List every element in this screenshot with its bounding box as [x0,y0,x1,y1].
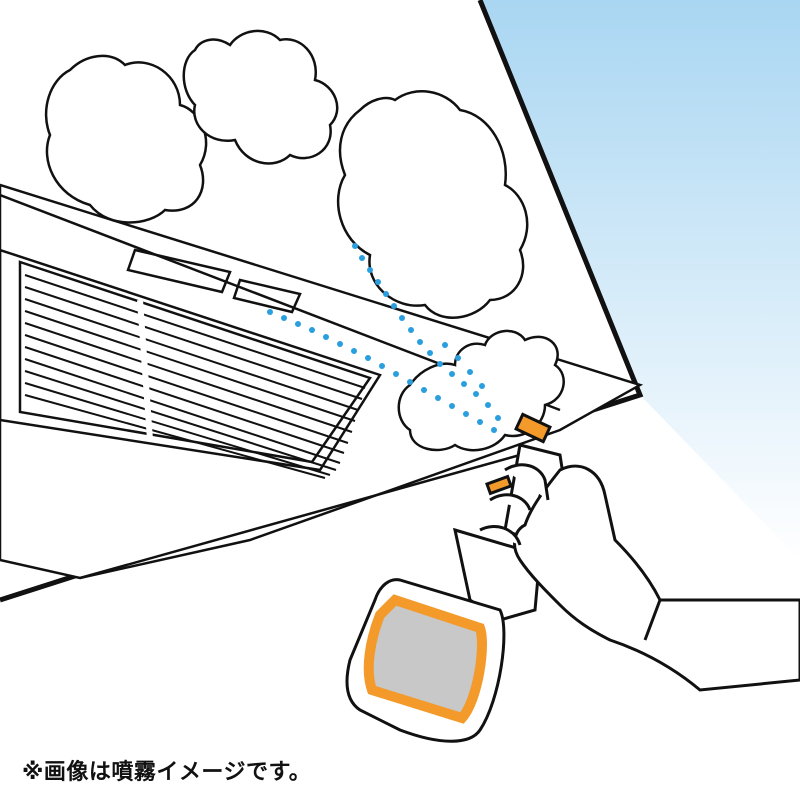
air-conditioner-grille-slats [24,274,366,479]
foam-cloud-illustration [44,29,565,452]
air-conditioner-illustration [0,183,644,580]
spray-bottle-illustration [345,412,572,743]
disclaimer-caption: ※画像は噴霧イメージです。 [22,760,312,785]
sky-background [480,0,800,560]
gloved-hand-illustration [479,463,800,692]
spray-mist-dots [267,243,501,433]
